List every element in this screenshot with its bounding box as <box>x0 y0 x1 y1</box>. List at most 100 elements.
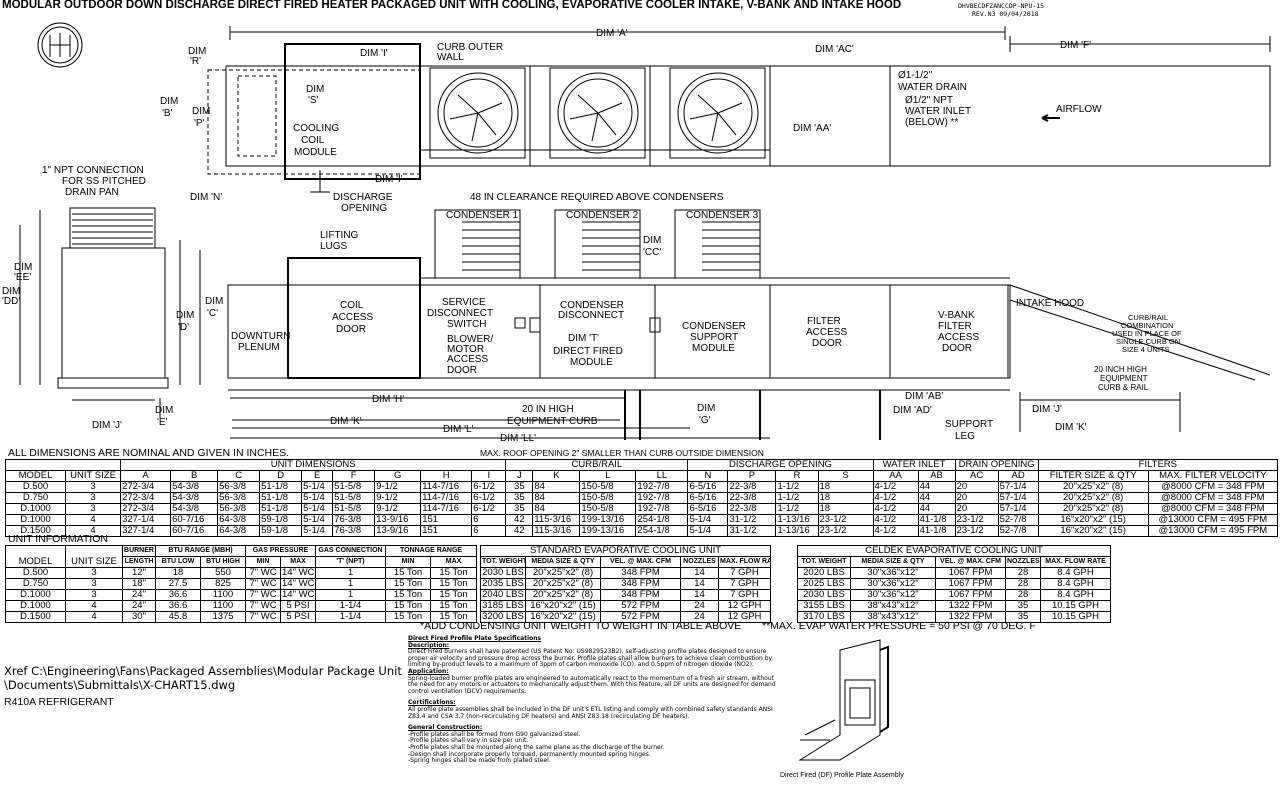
table-cell: 76-3/8 <box>332 525 376 537</box>
col-gas-connection: GAS CONNECTION <box>315 545 387 557</box>
label-curb-rail-combo-4: SINGLE CURB ON <box>1116 337 1180 346</box>
celdek-title: CELDEK EVAPORATIVE COOLING UNIT <box>797 545 1111 557</box>
table-cell: 4-1/2 <box>872 503 919 515</box>
table-cell: 35 <box>505 492 534 504</box>
front-elevation <box>227 209 1271 440</box>
blank-cell <box>4 459 122 471</box>
table-cell: 20 <box>954 492 999 504</box>
label-condenser-support-2: SUPPORT <box>690 332 738 343</box>
label-discharge-opening: DISCHARGE <box>333 192 393 203</box>
label-filter-access: FILTER <box>807 316 841 327</box>
table-cell: 84 <box>532 503 581 515</box>
table-cell: 42 <box>505 514 534 526</box>
column-header: MAX. FLOW RATE <box>717 556 772 568</box>
column-header: AB <box>917 470 956 482</box>
label-lifting-lugs: LIFTING <box>320 230 359 241</box>
refrigerant-note: R410A REFRIGERANT <box>4 696 114 708</box>
table-cell: 23-1/2 <box>954 525 999 537</box>
table-cell: 12 GPH <box>717 611 772 623</box>
label-dim-cc: DIM <box>643 235 661 246</box>
column-header: MAX. FILTER VELOCITY <box>1147 470 1279 482</box>
table-cell: 1067 FPM <box>935 589 1006 601</box>
label-dim-p: DIM <box>192 106 210 117</box>
table-cell: 1-1/2 <box>775 492 819 504</box>
group-header: FILTERS <box>1037 459 1279 471</box>
label-discharge-opening-2: OPENING <box>341 203 387 214</box>
table-cell: 15 Ton <box>385 589 432 601</box>
table-cell: 51-5/8 <box>332 503 376 515</box>
table-cell: 114-7/16 <box>420 481 473 493</box>
table-cell: D.500 <box>4 481 67 493</box>
label-npt-connection-3: DRAIN PAN <box>65 187 119 198</box>
table-cell: 15 Ton <box>430 600 478 612</box>
table-cell: 150-5/8 <box>579 503 637 515</box>
table-cell: 20"x25"x2" (8) <box>1037 503 1149 515</box>
col-gas-pressure: GAS PRESSURE <box>245 545 317 557</box>
table-cell: 4-1/2 <box>872 492 919 504</box>
label-airflow: AIRFLOW <box>1056 104 1102 115</box>
label-condenser-1: CONDENSER 1 <box>446 210 519 221</box>
label-dim-ac: DIM 'AC' <box>815 44 854 55</box>
table-cell: 327-1/4 <box>120 525 172 537</box>
label-dim-k-right: DIM 'K' <box>1055 422 1087 433</box>
table-cell: 57-1/4 <box>997 492 1039 504</box>
table-cell: 51-5/8 <box>332 481 376 493</box>
spec-construction-1: -Profile plates shall vary in size per u… <box>408 737 529 745</box>
table-cell: 9-1/2 <box>374 503 422 515</box>
table-cell: 6 <box>471 525 507 537</box>
label-dim-d-2: 'D' <box>178 322 189 333</box>
label-dim-ee: DIM <box>14 262 32 273</box>
label-dim-p-2: 'P' <box>194 118 205 129</box>
label-blower-door-3: ACCESS <box>447 354 488 365</box>
table-cell: 572 FPM <box>600 600 681 612</box>
table-cell: 5 PSI <box>280 611 317 623</box>
table-cell: 4-1/2 <box>872 525 919 537</box>
revision: REV.N3 09/04/2018 <box>972 10 1039 18</box>
drawing-title: MODULAR OUTDOOR DOWN DISCHARGE DIRECT FI… <box>2 0 902 11</box>
label-dim-ab: DIM 'AB' <box>905 391 943 402</box>
label-curb-rail-combo: CURB/RAIL <box>1128 313 1168 322</box>
table-cell: 1-13/16 <box>775 514 819 526</box>
table-cell: 3 <box>65 492 122 504</box>
table-cell: 8.4 GPH <box>1040 589 1111 601</box>
column-header: E <box>301 470 334 482</box>
spec-description: Direct Fired burners shall have patented… <box>408 648 773 669</box>
label-coil-door: COIL <box>340 300 364 311</box>
column-header: L <box>579 470 637 482</box>
table-cell: 15 Ton <box>385 600 432 612</box>
unit-information-heading: UNIT INFORMATION <box>8 533 108 545</box>
label-curb-rail-combo-3: USED IN PLACE OF <box>1112 329 1182 338</box>
profile-plate-caption: Direct Fired (DF) Profile Plate Assembly <box>780 772 904 779</box>
table-cell: 825 <box>199 578 247 590</box>
table-cell: 150-5/8 <box>579 481 637 493</box>
table-cell: @8000 CFM = 348 FPM <box>1147 492 1279 504</box>
table-cell: 52-7/8 <box>997 525 1039 537</box>
label-vbank-3: ACCESS <box>938 332 979 343</box>
table-cell: 45.8 <box>155 611 201 623</box>
profile-plate-specifications: Direct Fired Profile Plate Specification… <box>408 635 776 765</box>
table-cell: D.1000 <box>5 589 66 601</box>
table-cell: 7" WC <box>245 578 282 590</box>
column-header: H <box>420 470 473 482</box>
table-cell: 16"x20"x2" (15) <box>525 600 601 612</box>
table-cell: 4 <box>65 611 123 623</box>
column-header: FILTER SIZE & QTY <box>1037 470 1149 482</box>
label-direct-fired-2: MODULE <box>570 357 613 368</box>
table-cell: 42 <box>505 525 534 537</box>
table-cell: 18 <box>817 492 874 504</box>
table-cell: 14" WC <box>280 589 317 601</box>
label-intake-hood: INTAKE HOOD <box>1016 298 1084 309</box>
table-cell: 151 <box>420 514 473 526</box>
table-cell: @13000 CFM = 495 FPM <box>1147 514 1279 526</box>
label-lifting-lugs-2: LUGS <box>320 241 348 252</box>
spec-application-heading: Application: <box>408 667 449 675</box>
label-dim-e-2: 'E' <box>157 417 168 428</box>
spec-application: Spring-loaded burner profile plates are … <box>408 674 776 695</box>
col-ton-max: MAX <box>430 556 478 568</box>
table-cell: 27.5 <box>155 578 201 590</box>
table-cell: 60-7/16 <box>170 525 219 537</box>
col-btu-high: BTU HIGH <box>199 556 247 568</box>
